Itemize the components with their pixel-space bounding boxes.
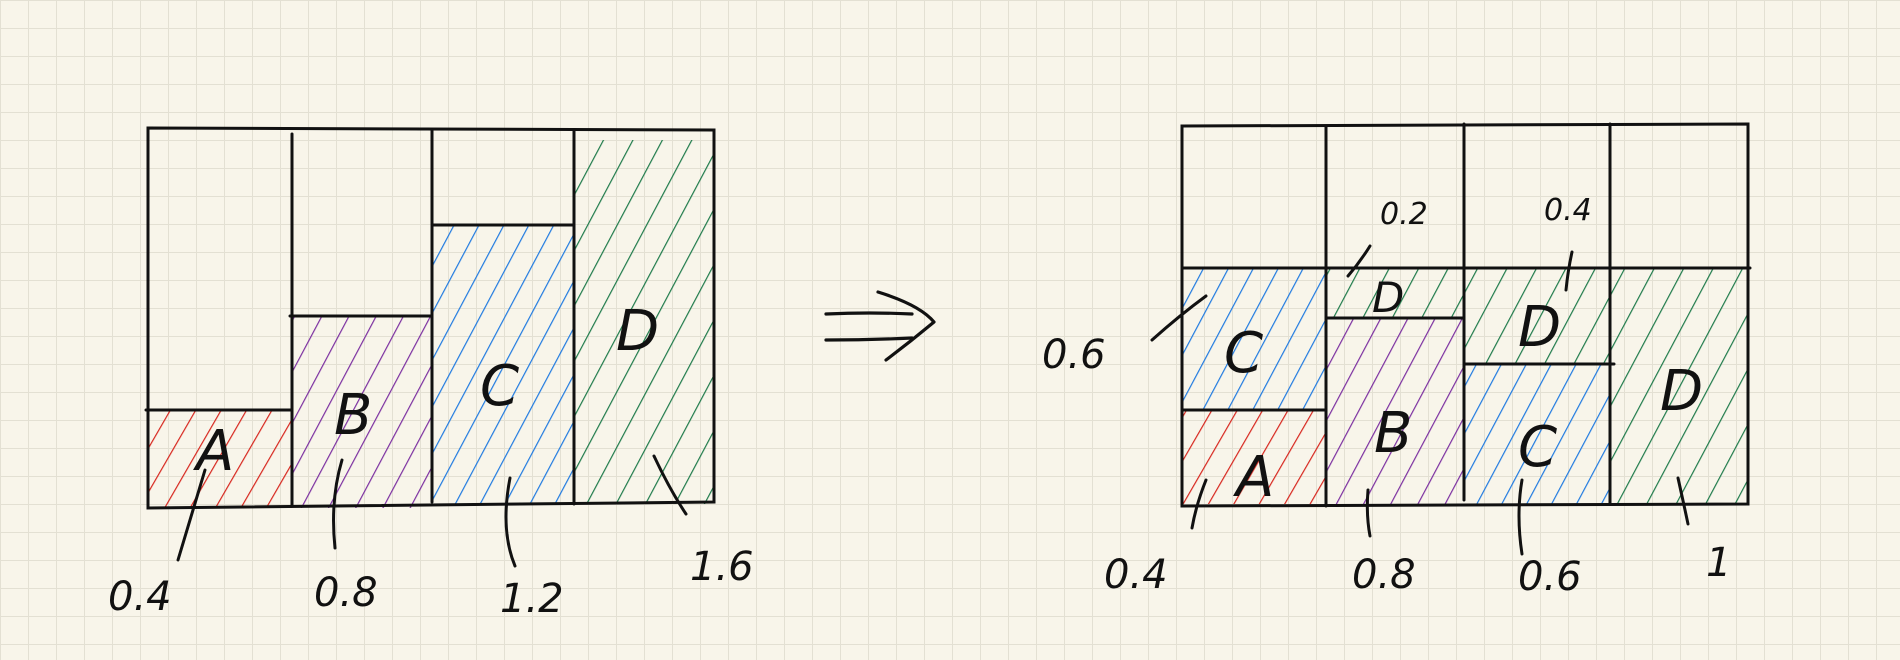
left-leader-b [332, 458, 344, 550]
right-label-a: A [1233, 445, 1274, 510]
left-label-b: B [334, 383, 372, 448]
left-value-d: 1.6 [690, 544, 754, 590]
right-fill-b [1326, 318, 1464, 504]
left-fill-d [574, 140, 714, 504]
right-leader-c [1517, 478, 1524, 556]
right-bottom-value-a: 0.4 [1104, 552, 1168, 598]
right-fill-c-right [1464, 364, 1610, 504]
right-label-d-b: D [1372, 273, 1404, 322]
right-fill-c-left [1182, 268, 1326, 410]
right-fill-a [1182, 410, 1326, 504]
right-frame [1180, 122, 1750, 508]
left-leader-c [504, 476, 517, 568]
right-left-value: 0.6 [1042, 332, 1106, 378]
left-diagram: A B C D 0.4 0.8 1.2 1.6 [108, 126, 754, 622]
left-leader-a [176, 468, 207, 562]
left-fill-c [432, 225, 574, 505]
right-fill-d-c [1464, 268, 1610, 364]
left-value-b: 0.8 [314, 570, 378, 616]
left-leader-d [652, 454, 688, 516]
right-label-c-right: C [1518, 415, 1557, 480]
right-leader-b [1365, 488, 1372, 538]
right-leader-top-b [1346, 244, 1372, 278]
right-leader-left [1150, 294, 1208, 342]
left-value-a: 0.4 [108, 574, 172, 620]
right-label-d-d: D [1660, 359, 1703, 424]
left-fill-a [148, 410, 292, 508]
left-label-c: C [480, 354, 519, 419]
left-label-a: A [193, 419, 234, 484]
right-leader-top-c [1564, 250, 1574, 292]
right-leader-d [1676, 476, 1690, 526]
right-bottom-value-c: 0.6 [1518, 554, 1582, 600]
right-bottom-value-b: 0.8 [1352, 552, 1416, 598]
right-fill-d-d [1610, 268, 1748, 504]
right-top-value-c: 0.4 [1544, 193, 1592, 228]
left-label-d: D [616, 299, 659, 364]
right-leader-a [1190, 478, 1208, 530]
right-bottom-value-d: 1 [1706, 540, 1731, 586]
left-frame [146, 126, 716, 510]
right-label-d-c: D [1518, 295, 1561, 360]
right-label-c-left: C [1224, 321, 1263, 386]
right-top-value-b: 0.2 [1380, 197, 1428, 232]
left-fill-b [292, 316, 432, 508]
left-value-c: 1.2 [500, 576, 564, 622]
double-arrow-right-icon [824, 290, 936, 362]
right-label-b: B [1374, 401, 1412, 466]
right-diagram: C A D B D C D 0.2 0.4 0.6 0.4 0.8 0.6 1 [1042, 122, 1752, 600]
